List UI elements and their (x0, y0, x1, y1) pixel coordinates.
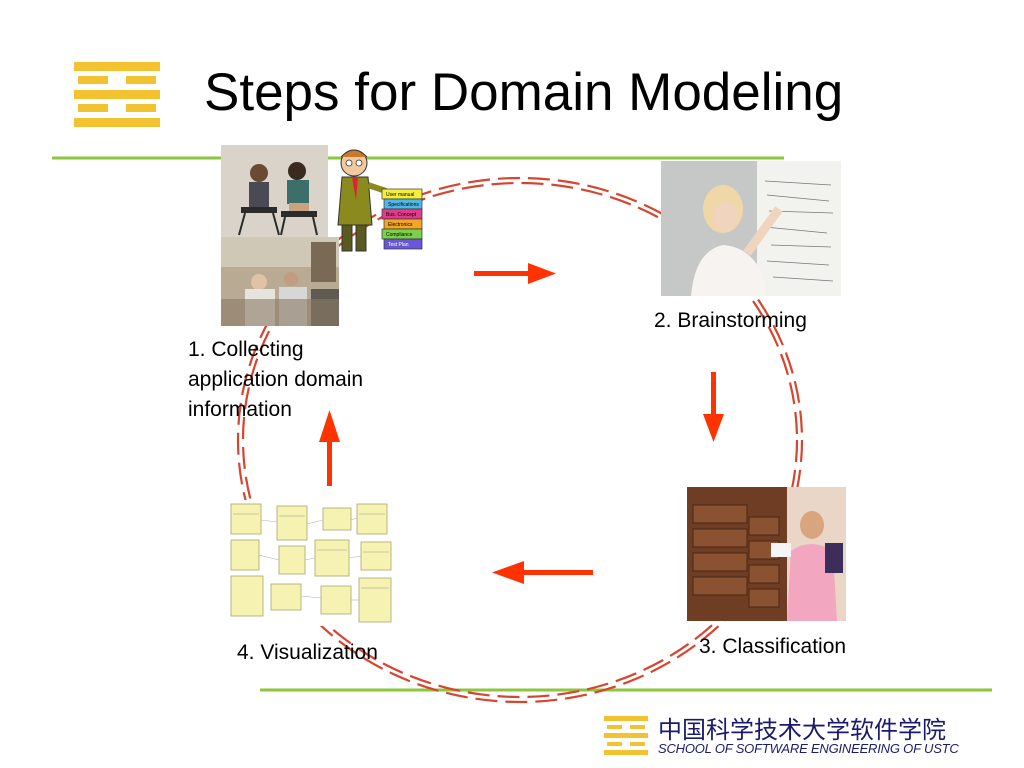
footer-logo-icon (604, 716, 648, 755)
step-4-label: 4. Visualization (237, 638, 378, 668)
logo-icon (74, 62, 160, 127)
step-1-label: 1. Collecting application domain informa… (188, 335, 363, 425)
interview-photo (221, 145, 328, 237)
school-name-english: SCHOOL OF SOFTWARE ENGINEERING OF USTC (658, 741, 959, 756)
step-3-label: 3. Classification (699, 632, 846, 662)
book-label: User manual (386, 192, 414, 198)
step-1-label-line: application domain (188, 365, 363, 395)
book-label: Bus. Concept (386, 212, 417, 218)
clipart-man-with-books: User manual Specifications Bus. Concept … (330, 145, 426, 257)
slide-title: Steps for Domain Modeling (204, 66, 843, 119)
classification-photo (687, 487, 846, 621)
school-name-chinese: 中国科学技术大学软件学院 (658, 710, 946, 745)
brainstorming-photo (661, 161, 841, 296)
book-label: Electronics (388, 222, 413, 228)
step-1-label-line: 1. Collecting (188, 335, 363, 365)
arrow-right-icon (474, 263, 556, 284)
arrow-down-icon (703, 372, 724, 442)
book-label: Test Plan (388, 242, 409, 248)
arrow-left-icon (492, 561, 593, 584)
step-1-label-line: information (188, 395, 363, 425)
book-label: Specifications (388, 202, 419, 208)
uml-diagram-image (229, 500, 395, 626)
meeting-photo (221, 237, 339, 326)
step-2-label: 2. Brainstorming (654, 306, 807, 336)
book-label: Compliance (386, 232, 413, 238)
